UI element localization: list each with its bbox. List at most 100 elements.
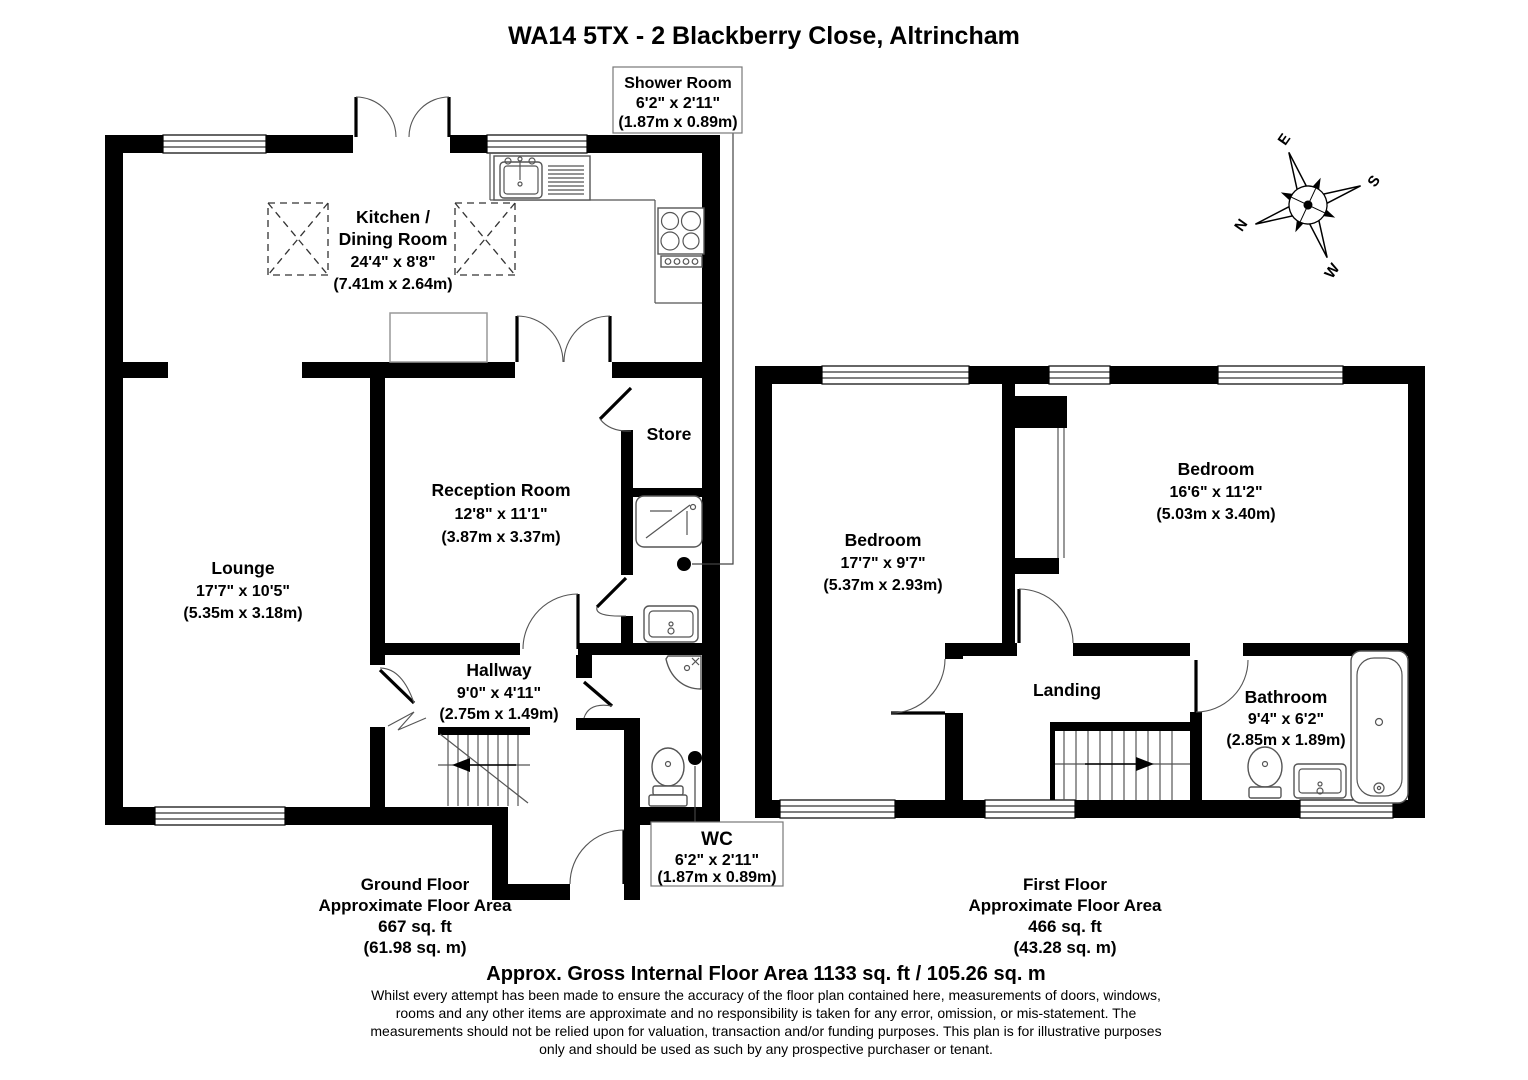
room-name: Bedroom	[1178, 459, 1255, 479]
kitchen-sink	[493, 155, 591, 201]
room-dimensions-metric: (2.75m x 1.49m)	[439, 706, 558, 723]
shower-room-basin	[643, 605, 699, 643]
bathroom-door	[1194, 659, 1249, 713]
label-bathroom: Bathroom 9'4" x 6'2" (2.85m x 1.89m)	[1226, 687, 1345, 749]
room-dimensions-metric: (5.35m x 3.18m)	[183, 605, 302, 622]
shower-room-leader	[677, 133, 734, 571]
wc-toilet	[648, 747, 688, 807]
ground-floor-doors	[354, 96, 633, 885]
compass-west: W	[1321, 260, 1344, 282]
shower-tray	[635, 495, 703, 548]
floor-area-ft: 667 sq. ft	[378, 917, 452, 936]
room-name: Bathroom	[1245, 687, 1328, 707]
room-dimensions-imperial: 9'0" x 4'11"	[457, 685, 541, 702]
reception-door	[522, 593, 580, 650]
room-name: Lounge	[211, 558, 274, 578]
drainer	[548, 165, 584, 195]
label-shower-room: Shower Room 6'2" x 2'11" (1.87m x 0.89m)	[612, 66, 743, 134]
first-floor-walls	[755, 366, 1425, 818]
ground-floor-walls	[105, 135, 720, 900]
ground-floor-windows	[154, 134, 588, 826]
floor-area-label: Approximate Floor Area	[968, 896, 1162, 915]
window	[1299, 799, 1394, 819]
floor-area-m: (61.98 sq. m)	[364, 938, 467, 957]
room-name: WC	[701, 829, 733, 850]
kitchen-unit	[389, 312, 488, 363]
room-name: Bedroom	[845, 530, 922, 550]
disclaimer-line: rooms and any other items are approximat…	[396, 1005, 1137, 1021]
bedroom2-door	[1017, 588, 1074, 644]
gross-internal-area: Approx. Gross Internal Floor Area 1133 s…	[486, 963, 1045, 985]
lounge-door	[378, 667, 427, 731]
room-dimensions-imperial: 9'4" x 6'2"	[1248, 711, 1324, 728]
label-kitchen-dining: Kitchen / Dining Room 24'4" x 8'8" (7.41…	[333, 207, 452, 293]
room-dimensions-imperial: 16'6" x 11'2"	[1169, 484, 1262, 501]
disclaimer-line: only and should be used as such by any p…	[539, 1041, 993, 1057]
room-dimensions-imperial: 12'8" x 11'1"	[454, 506, 547, 523]
label-wc: WC 6'2" x 2'11" (1.87m x 0.89m)	[650, 821, 784, 887]
label-hallway: Hallway 9'0" x 4'11" (2.75m x 1.49m)	[439, 660, 558, 723]
compass-rose: N E S W	[1231, 131, 1384, 282]
compass-south: S	[1364, 172, 1384, 190]
room-dimensions-metric: (5.37m x 2.93m)	[823, 577, 942, 594]
room-dimensions-metric: (3.87m x 3.37m)	[441, 529, 560, 546]
floor-name: Ground Floor	[361, 875, 470, 894]
wc-label-box	[650, 821, 784, 887]
room-dimensions-metric: (1.87m x 0.89m)	[657, 869, 776, 886]
floor-area-ft: 466 sq. ft	[1028, 917, 1102, 936]
room-name: Reception Room	[431, 480, 570, 500]
room-dimensions-metric: (1.87m x 0.89m)	[618, 114, 737, 131]
stairs-direction-arrow	[452, 758, 516, 772]
built-in-cupboard	[1013, 396, 1067, 574]
first-floor-windows	[779, 365, 1394, 819]
window	[154, 806, 286, 826]
first-floor-plan	[755, 365, 1425, 819]
stairs-ground	[438, 727, 530, 806]
ground-floor-plan	[105, 96, 734, 900]
window	[486, 134, 588, 154]
entrance-door	[569, 829, 626, 885]
room-name: Shower Room	[624, 75, 732, 92]
label-bedroom-2: Bedroom 16'6" x 11'2" (5.03m x 3.40m)	[1156, 459, 1275, 523]
corner-basin	[665, 655, 702, 690]
bathroom-toilet	[1247, 746, 1283, 799]
room-dimensions-imperial: 6'2" x 2'11"	[636, 95, 720, 112]
roof-light	[267, 202, 329, 276]
disclaimer: Whilst every attempt has been made to en…	[370, 987, 1161, 1057]
room-name: Kitchen /	[356, 207, 430, 227]
ground-floor-area-summary: Ground Floor Approximate Floor Area 667 …	[318, 875, 512, 957]
room-dimensions-metric: (7.41m x 2.64m)	[333, 276, 452, 293]
window	[821, 365, 970, 385]
label-bedroom-1: Bedroom 17'7" x 9'7" (5.37m x 2.93m)	[823, 530, 942, 594]
page-title: WA14 5TX - 2 Blackberry Close, Altrincha…	[508, 22, 1020, 50]
floor-area-m: (43.28 sq. m)	[1014, 938, 1117, 957]
double-door	[515, 315, 612, 363]
first-floor-doors	[890, 588, 1249, 715]
french-door	[354, 96, 451, 138]
roof-light	[454, 202, 516, 276]
window	[984, 799, 1076, 819]
compass-east: E	[1275, 131, 1295, 149]
bath-tub	[1350, 650, 1409, 804]
wc-door	[582, 680, 614, 719]
window	[1217, 365, 1344, 385]
room-dimensions-imperial: 6'2" x 2'11"	[675, 852, 759, 869]
first-floor-area-summary: First Floor Approximate Floor Area 466 s…	[968, 875, 1162, 957]
room-dimensions-metric: (2.85m x 1.89m)	[1226, 732, 1345, 749]
room-dimensions-imperial: 17'7" x 9'7"	[840, 555, 925, 572]
window	[162, 134, 267, 154]
label-reception-room: Reception Room 12'8" x 11'1" (3.87m x 3.…	[431, 480, 570, 546]
stairs-direction-arrow	[1085, 757, 1154, 771]
bedroom1-door	[890, 658, 946, 715]
room-dimensions-imperial: 24'4" x 8'8"	[350, 254, 435, 271]
label-store: Store	[647, 424, 692, 444]
window	[1048, 365, 1111, 385]
window	[779, 799, 896, 819]
floor-area-label: Approximate Floor Area	[318, 896, 512, 915]
hob	[657, 207, 705, 268]
room-name: Hallway	[466, 660, 531, 680]
bathroom-sink	[1293, 763, 1347, 799]
label-landing: Landing	[1033, 680, 1101, 700]
